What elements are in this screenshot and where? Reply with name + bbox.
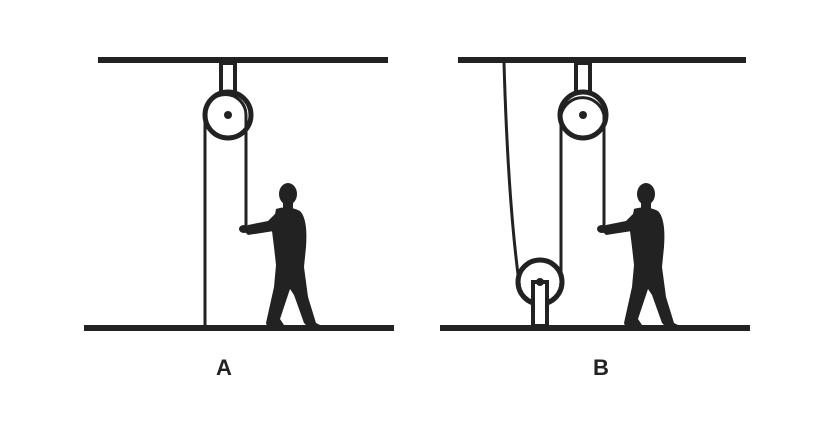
floor (84, 325, 394, 331)
pulley-axle (579, 111, 587, 119)
person-pulling (239, 183, 324, 329)
panel-a: A (84, 57, 394, 380)
rope-over-pulley (203, 93, 248, 116)
panel-label-b: B (593, 355, 609, 380)
ceiling-beam (458, 57, 746, 63)
rope-over-pulley (559, 96, 606, 116)
pulley-axle (224, 111, 232, 119)
pulley-axle (536, 278, 544, 286)
panel-label-a: A (216, 355, 232, 380)
ceiling-beam (98, 57, 388, 63)
panel-b: B (440, 57, 750, 380)
pulley-stand (531, 280, 549, 328)
rope-anchored (502, 62, 521, 283)
floor (440, 325, 750, 331)
person-pulling (597, 183, 682, 329)
